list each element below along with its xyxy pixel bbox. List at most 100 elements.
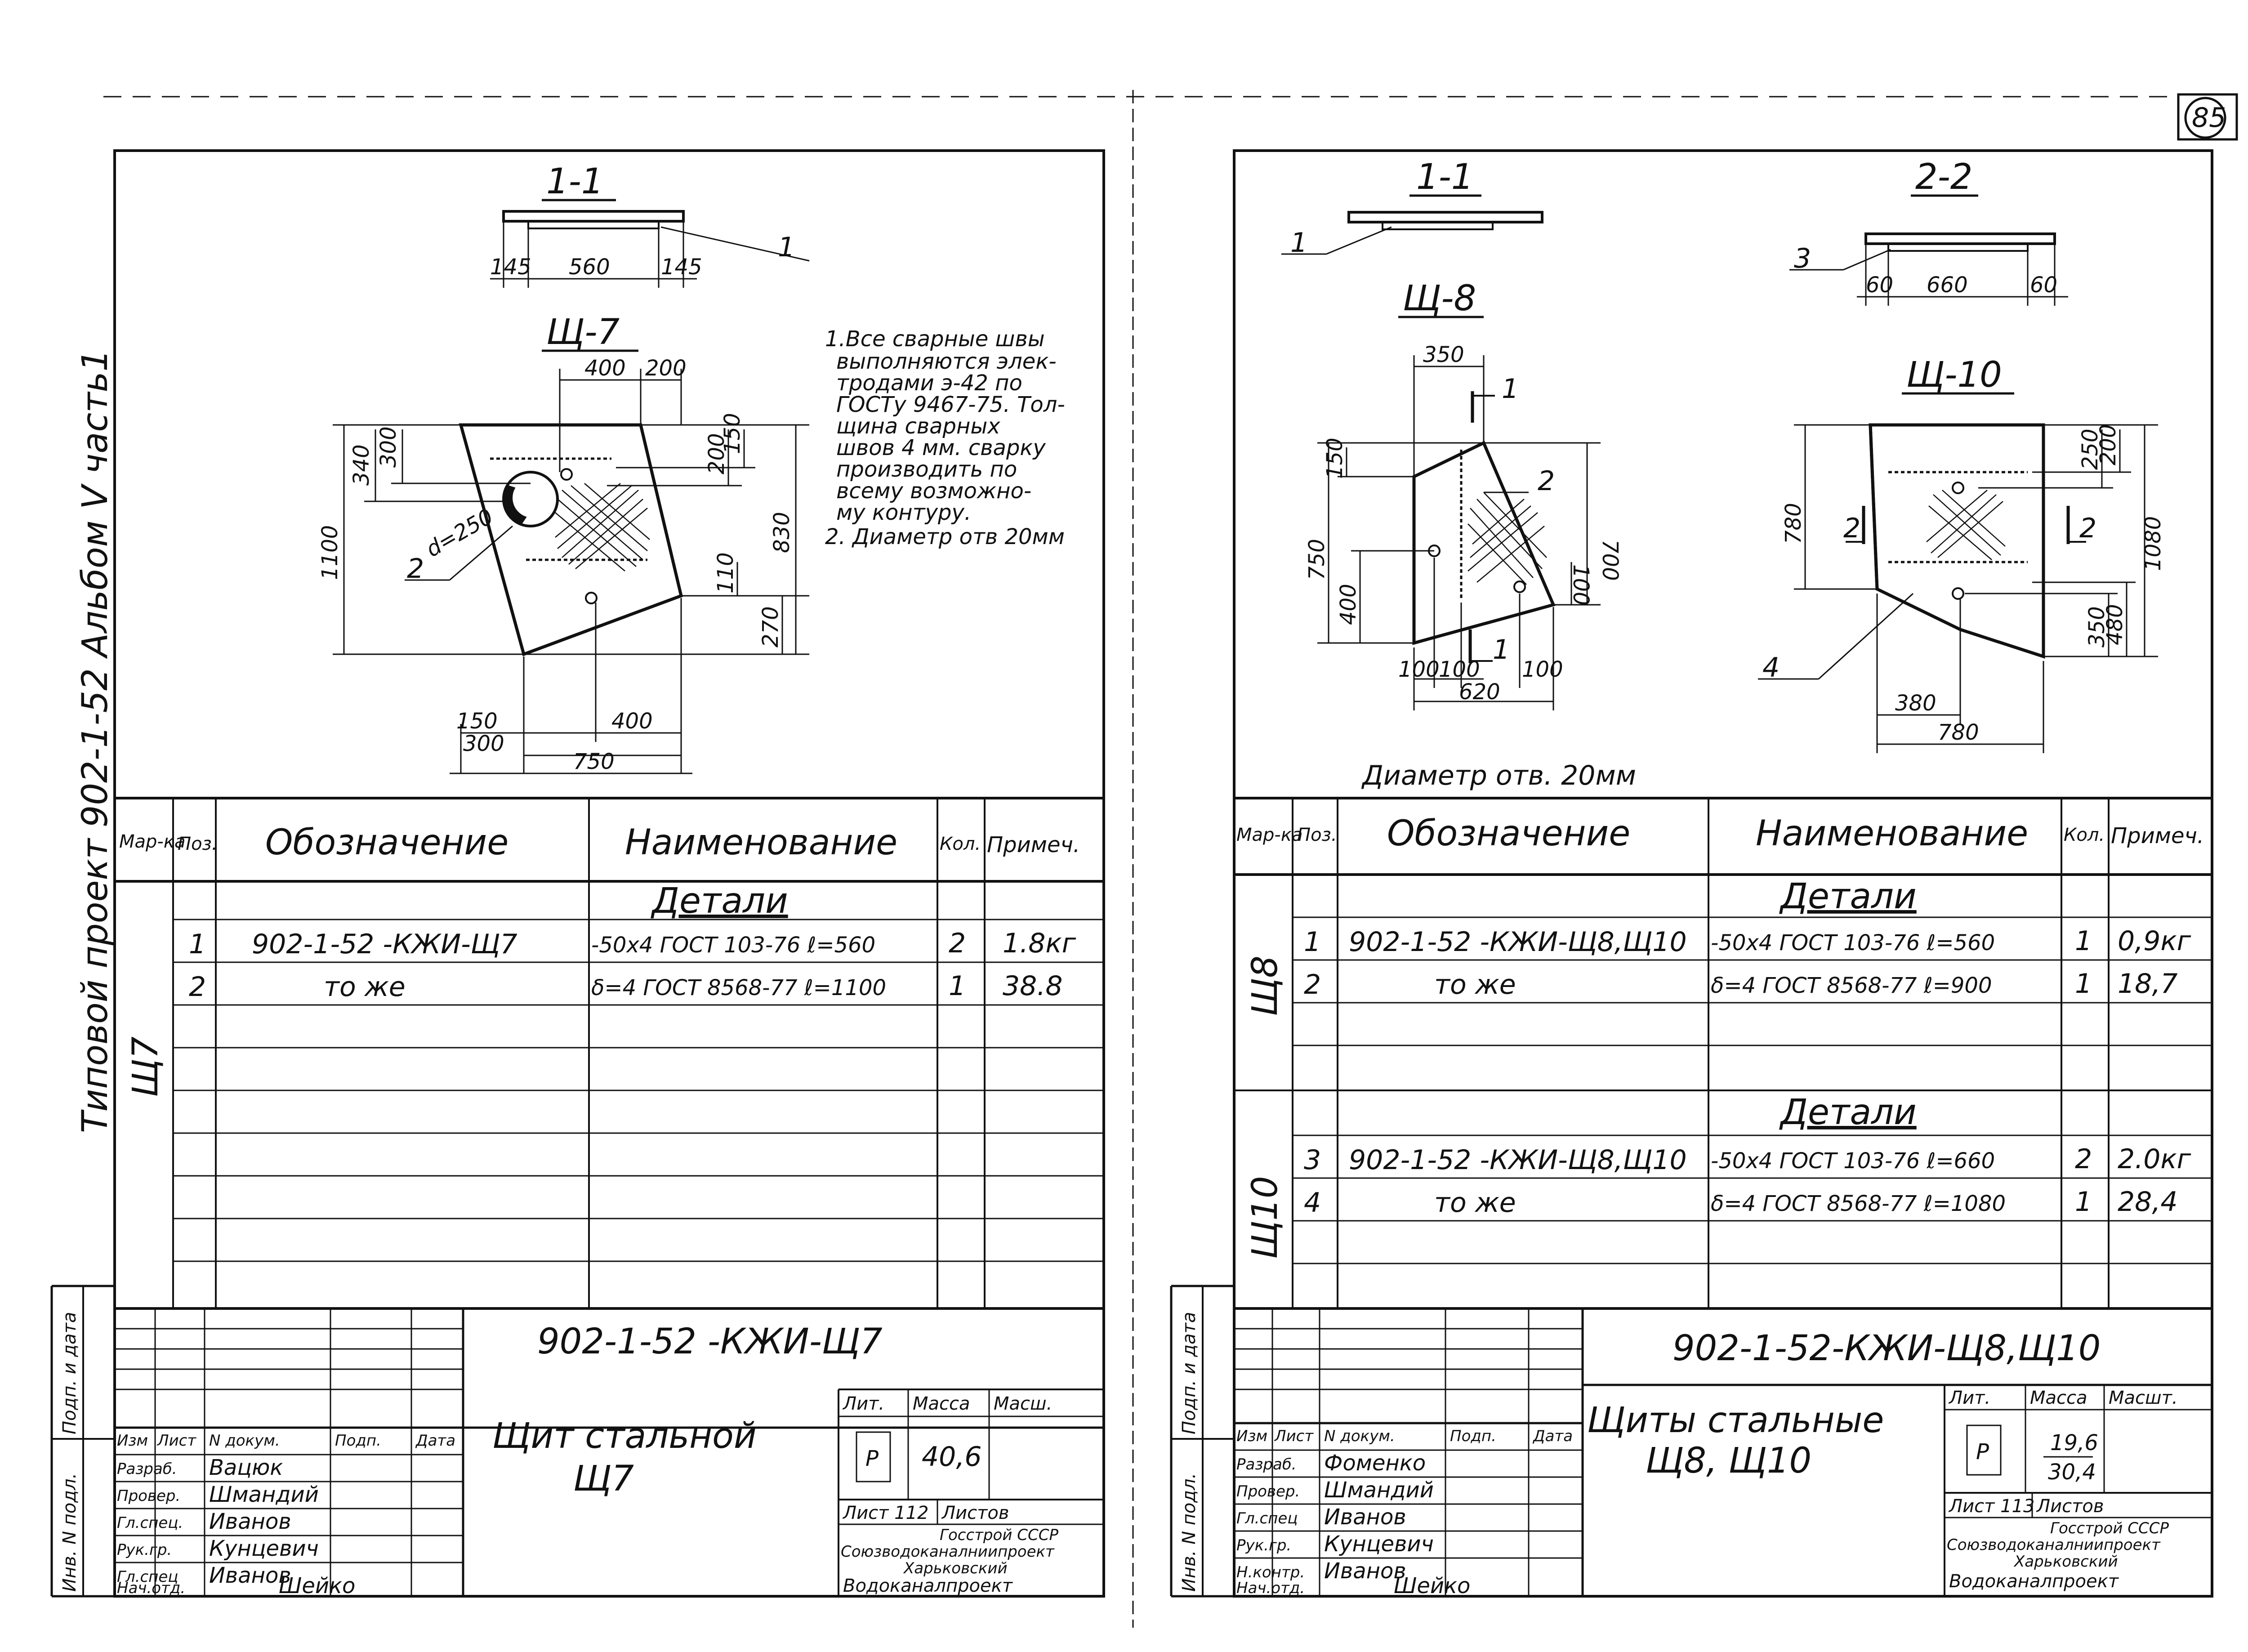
- right-plate10-dim-right-d: 480: [2102, 604, 2128, 645]
- left-person-5-name: Иванов: [209, 1563, 291, 1588]
- right-stamp-title-2: Щ8, Щ10: [1646, 1441, 1811, 1481]
- right-spec-table: [1234, 797, 2212, 1308]
- right-row-1-name: -50x4 ГОСТ 103-76 ℓ=560: [1711, 930, 1995, 955]
- left-th-qty: Кол.: [940, 834, 981, 854]
- right-section22-dim-a: 60: [1866, 272, 1893, 298]
- right-stamp-lit-value: Р: [1976, 1439, 1989, 1464]
- left-dim-bottom-a: 150: [456, 709, 498, 734]
- right-stamp-sheets-label: Листов: [2036, 1496, 2104, 1517]
- right-stamp-h-list: Лист: [1274, 1427, 1314, 1445]
- right-plate-shch8: Щ-8 1 1 2: [1304, 278, 1623, 710]
- right-stamp-sheet-label: Лист 113: [1948, 1496, 2034, 1517]
- left-stamp-org-3: Харьковский: [903, 1559, 1008, 1577]
- right-section22-dim-c: 60: [2030, 272, 2057, 298]
- right-th-designation: Обозначение: [1387, 813, 1630, 854]
- note-line-10: 2. Диаметр отв 20мм: [825, 524, 1065, 549]
- right-plate10-callout-c: 4: [1762, 652, 1780, 683]
- left-person-6-name: Шейко: [279, 1573, 355, 1598]
- right-plate8-dim-left-total: 750: [1304, 539, 1329, 580]
- right-plate8-callout-a: 1: [1502, 373, 1519, 405]
- right-row-4-name: δ=4 ГОСТ 8568-77 ℓ=1080: [1711, 1191, 2006, 1216]
- sheet-number: 85: [2192, 102, 2226, 134]
- left-row-2-pos: 2: [189, 971, 206, 1003]
- left-dim-left-total: 1100: [317, 525, 343, 580]
- right-plate10-dim-right-a: 250: [2078, 429, 2103, 470]
- right-person-6-name: Шейко: [1394, 1573, 1470, 1598]
- right-person-4-role: Рук.гр.: [1236, 1536, 1291, 1554]
- right-plate10-callout-a: 2: [1843, 513, 1860, 544]
- right-stamp-org-2: Союзводоканалниипроект: [1947, 1536, 2161, 1554]
- right-row-1-pos: 1: [1304, 926, 1321, 958]
- right-row-2-designation: то же: [1434, 969, 1516, 1000]
- right-plate8-callout-c: 1: [1493, 634, 1510, 665]
- right-person-5-role: Н.контр.: [1236, 1563, 1305, 1581]
- right-stamp-org-1: Госстрой СССР: [2050, 1519, 2169, 1537]
- right-person-4-name: Кунцевич: [1324, 1531, 1434, 1557]
- left-dim-top-b: 200: [645, 356, 687, 381]
- right-plate10-dim-right-b: 200: [2096, 424, 2121, 465]
- left-row-1-name: -50x4 ГОСТ 103-76 ℓ=560: [591, 933, 875, 958]
- right-margin-stamp-sign: Подп. и дата: [1179, 1312, 1200, 1434]
- right-stamp-org-4: Водоканалпроект: [1949, 1571, 2119, 1592]
- left-th-designation: Обозначение: [265, 822, 508, 863]
- note-line-1: 1.Все сварные швы: [825, 326, 1045, 352]
- right-row-1-qty: 1: [2075, 925, 2092, 957]
- right-plate10-callout-b: 2: [2079, 513, 2096, 544]
- left-row-2: 2 то же δ=4 ГОСТ 8568-77 ℓ=1100 1 38.8: [189, 970, 1063, 1003]
- right-plate10-dim-bottom-total: 780: [1938, 720, 1979, 745]
- right-margin-stamp-inv: Инв. N подл.: [1179, 1473, 1200, 1592]
- right-plate8-title: Щ-8: [1403, 278, 1476, 319]
- right-row-4-note: 28,4: [2118, 1186, 2178, 1218]
- right-plate10-dim-right-c: 350: [2084, 606, 2110, 647]
- right-plate8-dim-bottom-b: 100: [1439, 657, 1480, 682]
- right-section-1-1: 1-1 1: [1281, 157, 1543, 259]
- left-person-1-role: Разраб.: [117, 1460, 177, 1478]
- right-th-note: Примеч.: [2111, 823, 2204, 848]
- left-dim-left-a: 340: [349, 444, 374, 486]
- right-stamp-lit-label: Лит.: [1948, 1388, 1990, 1408]
- left-stamp-h-sign: Подп.: [335, 1432, 381, 1450]
- note-line-8: всему возможно-: [836, 478, 1031, 504]
- left-stamp-scale-label: Масш.: [994, 1393, 1052, 1414]
- right-plate8-dim-bottom-c: 100: [1522, 657, 1563, 682]
- left-stamp-h-izm: Изм: [117, 1432, 148, 1450]
- left-dim-right-b: 150: [720, 413, 745, 454]
- right-stamp-mass-value-2: 30,4: [2048, 1460, 2096, 1485]
- note-line-3: тродами э-42 по: [836, 371, 1022, 396]
- right-row-4-pos: 4: [1304, 1187, 1321, 1219]
- left-th-mark: Мар-ка: [119, 831, 186, 852]
- right-mark-1: Щ8: [1245, 955, 1285, 1016]
- left-notes: 1.Все сварные швы выполняются элек- трод…: [825, 326, 1065, 549]
- left-th-note: Примеч.: [987, 832, 1080, 857]
- left-stamp-h-date: Дата: [415, 1432, 455, 1450]
- right-section22-title: 2-2: [1915, 157, 1972, 197]
- right-row-3-qty: 2: [2075, 1143, 2092, 1175]
- right-hole-note: Диаметр отв. 20мм: [1361, 760, 1636, 791]
- left-person-2-role: Провер.: [117, 1487, 180, 1505]
- left-dim-top-a: 400: [584, 356, 626, 381]
- right-section-2-2: 2-2 3 60 660 60: [1789, 157, 2068, 306]
- left-frame: [50, 149, 1105, 1598]
- right-person-3-role: Гл.спец: [1236, 1509, 1298, 1527]
- left-stamp-code: 902-1-52 -КЖИ-Щ7: [537, 1322, 883, 1362]
- right-person-5-name: Иванов: [1324, 1558, 1406, 1584]
- right-stamp-mass-value-1: 19,6: [2050, 1430, 2098, 1456]
- right-section22-callout: 3: [1794, 243, 1811, 274]
- right-row-1-designation: 902-1-52 -КЖИ-Щ8,Щ10: [1349, 926, 1687, 958]
- left-section-1-1: 1-1 1 145 560 145: [490, 161, 810, 288]
- left-row-2-name: δ=4 ГОСТ 8568-77 ℓ=1100: [591, 975, 886, 1000]
- right-row-4: 4 то же δ=4 ГОСТ 8568-77 ℓ=1080 1 28,4: [1304, 1186, 2178, 1219]
- right-row-2: 2 то же δ=4 ГОСТ 8568-77 ℓ=900 1 18,7: [1304, 968, 2178, 1000]
- right-person-1-name: Фоменко: [1324, 1451, 1426, 1476]
- left-person-1-name: Вацюк: [209, 1455, 283, 1480]
- right-person-1-role: Разраб.: [1236, 1456, 1297, 1473]
- right-stamp-h-sign: Подп.: [1450, 1427, 1496, 1445]
- right-mark-2: Щ10: [1245, 1176, 1285, 1259]
- left-plate-shch7: Щ-7 2 d=250: [317, 312, 809, 774]
- left-row-1-pos: 1: [189, 929, 206, 960]
- note-line-6: швов 4 мм. сварку: [836, 435, 1046, 460]
- left-row-1-qty: 2: [949, 928, 966, 959]
- right-plate8-callout-b: 2: [1538, 465, 1555, 497]
- right-person-6-role: Нач.отд.: [1236, 1579, 1305, 1597]
